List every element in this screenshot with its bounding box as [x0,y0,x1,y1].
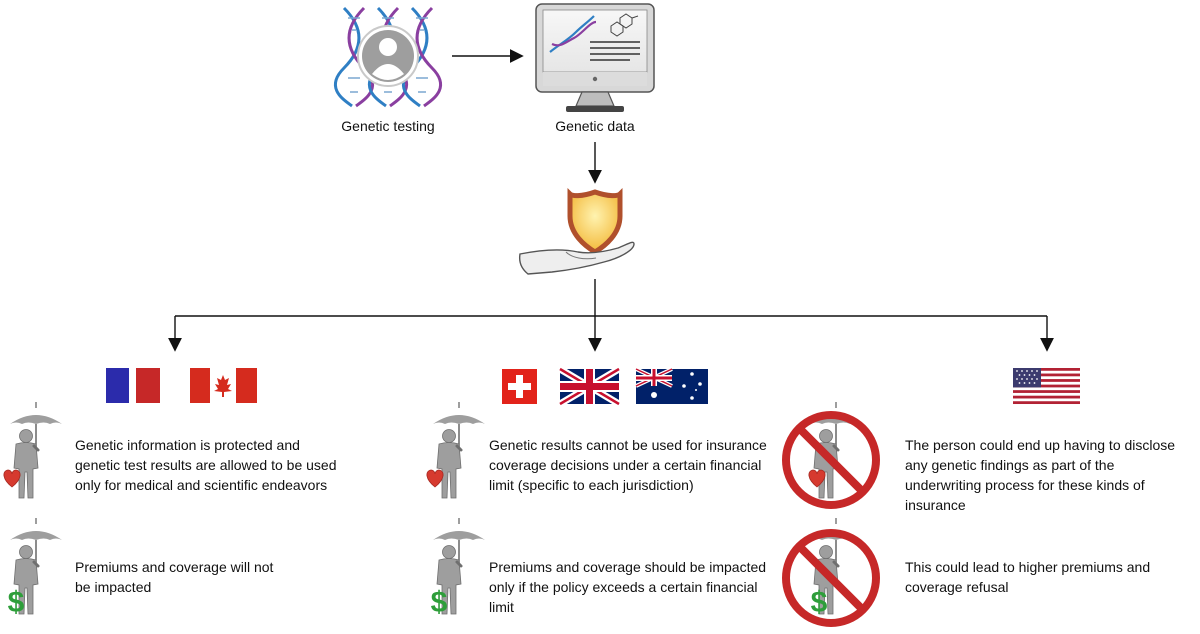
flag-france [106,368,160,403]
middle-finance-text: Premiums and coverage should be impacted… [489,559,767,615]
flag-australia [635,367,708,404]
dollar-icon [7,586,25,619]
right-finance-text: This could lead to higher premiums and c… [905,559,1151,595]
person-avatar-icon [357,25,419,87]
monitor-icon [535,3,655,112]
shield-icon [567,187,623,255]
left-health-text: Genetic information is protected and gen… [75,437,337,493]
genetic-testing-label: Genetic testing [341,118,435,134]
umbrella-person-icon [431,400,487,500]
heart-icon [426,469,444,488]
genetic-data-label: Genetic data [555,118,635,134]
flag-switzerland [502,369,537,404]
flag-canada [190,368,257,403]
hand-icon [518,241,635,275]
dollar-icon [810,586,828,619]
heart-icon [3,469,21,488]
dollar-icon [430,586,448,619]
umbrella-person-icon [8,400,64,500]
right-health-text: The person could end up having to disclo… [905,437,1176,513]
middle-health-text: Genetic results cannot be used for insur… [489,437,767,493]
left-finance-text: Premiums and coverage will not be impact… [75,559,274,595]
flag-united-kingdom [558,365,621,408]
flag-united-states [1013,368,1080,405]
branch-connectors [168,279,1054,352]
